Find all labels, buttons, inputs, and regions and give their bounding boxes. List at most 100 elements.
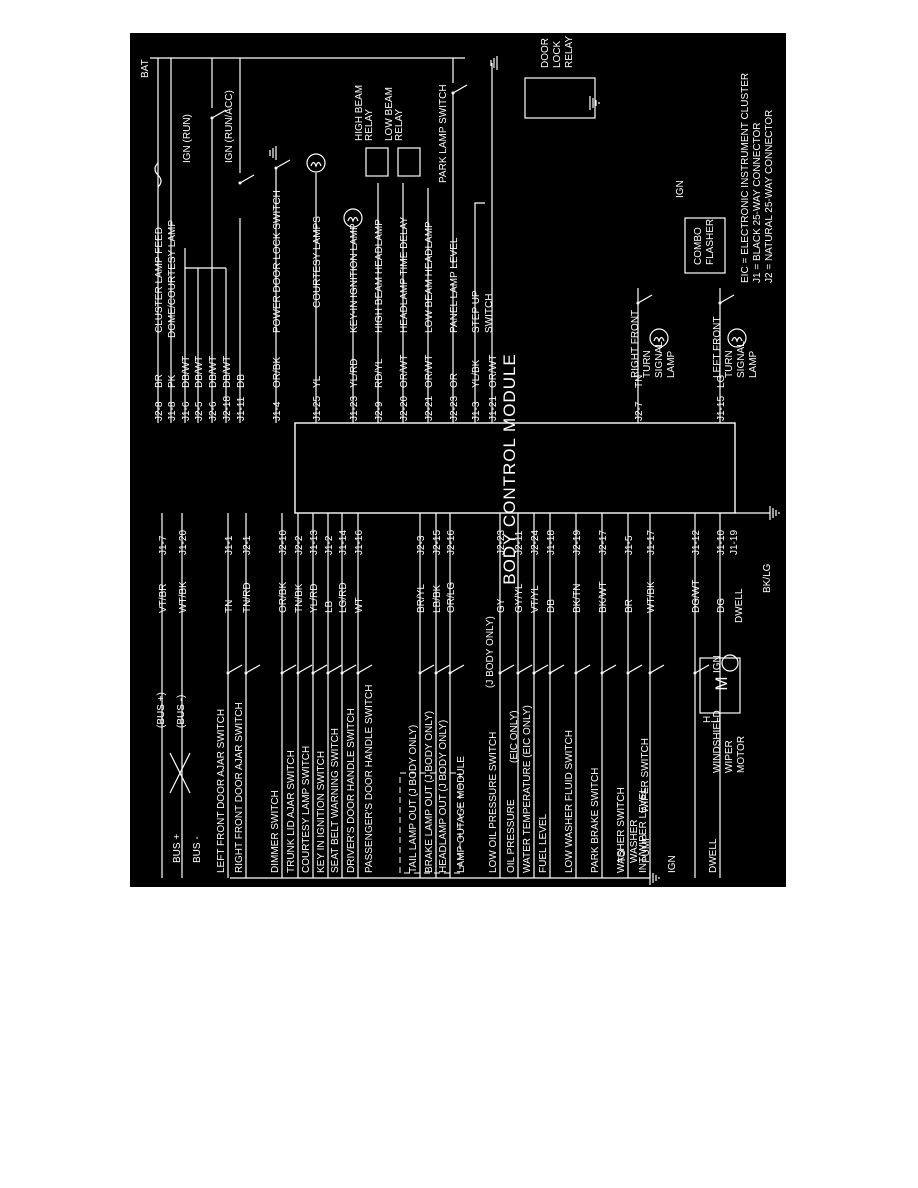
legend-line: J2 = NATURAL 25-WAY CONNECTOR (764, 110, 775, 283)
left-wire-label: WT (354, 597, 365, 613)
left-wire-label: WT/BK (178, 581, 189, 613)
left-pin-label: J2-16 (446, 530, 457, 555)
right-wire-label: YL (312, 375, 323, 388)
rf-turn-label: LAMP (666, 350, 677, 378)
left-pin-label: J1-1 (224, 535, 235, 555)
lamp-circle (343, 208, 363, 228)
left-wire-label: VT/YL (530, 585, 541, 613)
low-beam-relay-label: LOW BEAM (384, 87, 395, 141)
headlamp-time-delay-label: HEADLAMP TIME DELAY (399, 217, 410, 333)
washer-pump-label: TO (617, 849, 628, 863)
switch-contact (626, 671, 630, 675)
combo-flasher-box (684, 217, 726, 274)
pdl-switch (275, 159, 291, 169)
left-switch (694, 664, 710, 674)
bus-minus-label: BUS - (192, 836, 203, 863)
lf-turn-lamp (727, 328, 747, 348)
left-pin-label: J1-16 (354, 530, 365, 555)
right-pin-label: J2-9 (374, 401, 385, 421)
switch-contact (532, 671, 536, 675)
right-wire-label: DB/WT (222, 356, 233, 388)
left-wire-label: TN (224, 600, 235, 613)
left-wire-label: WT/BK (646, 581, 657, 613)
pdl-ground (269, 146, 277, 160)
right-wire-label: DB/WT (194, 356, 205, 388)
switch-contact (326, 671, 330, 675)
wiring-diagram: BODY CONTROL MODULEBATJ2-8BRJ1-8PKJ1-6DB… (140, 36, 780, 885)
switch-contact (448, 671, 452, 675)
low-beam-relay-box (397, 147, 421, 177)
left-device-label: WASHER SWITCH (616, 787, 627, 873)
switch-contact (244, 671, 248, 675)
dwell-ign-label: IGN (712, 655, 723, 673)
left-wire-label: TN/BK (294, 583, 305, 613)
bus-minus-text: (BUS -) (176, 695, 187, 728)
door-lock-relay-label: DOOR (540, 38, 551, 68)
left-switch (575, 664, 591, 674)
switch-contact (516, 671, 520, 675)
wiper-ign-label: IGN (667, 855, 678, 873)
switch-contact (693, 671, 697, 675)
lf-turn-label: SIGNAL (736, 341, 747, 378)
left-switch (419, 664, 435, 674)
bat-label: BAT (140, 59, 151, 78)
right-wire-label: DB/WT (208, 356, 219, 388)
right-wire-label: OR/WT (488, 355, 499, 388)
switch-contact (418, 671, 422, 675)
left-pin-label: J2-11 (514, 530, 525, 555)
left-device-label: DWELL (708, 838, 719, 873)
left-wire-label: BR (624, 599, 635, 613)
left-wire-label: GY/YL (514, 583, 525, 613)
left-device-label: TAIL LAMP OUT (J BODY ONLY) (408, 725, 419, 873)
key-in-ignition-lamp-label: KEY-IN IGNITION LAMP (349, 223, 360, 333)
right-pin-label: J1-4 (272, 401, 283, 421)
legend-line: J1 = BLACK 25-WAY CONNECTOR (752, 122, 763, 283)
rf-switch (637, 294, 653, 304)
left-switch (517, 664, 533, 674)
left-pin-label: J1-14 (338, 530, 349, 555)
motor-symbol: M (712, 675, 731, 690)
left-pin-label: J1-13 (309, 530, 320, 555)
step-ground (490, 56, 498, 70)
left-wire-label: VT/BR (158, 584, 169, 613)
step-up-label: STEP UP (471, 290, 482, 333)
left-switch (245, 664, 261, 674)
lf-switch (719, 294, 735, 304)
left-pin-label: J2-24 (530, 530, 541, 555)
switch-contact (451, 91, 455, 95)
left-switch (227, 664, 243, 674)
left-switch (357, 664, 373, 674)
left-device-label: KEY IN IGNITION SWITCH (316, 751, 327, 873)
left-switch (297, 664, 313, 674)
left-pin-label: J1-17 (646, 530, 657, 555)
lf-turn-label: LEFT FRONT (712, 317, 723, 378)
rf-turn-label: RIGHT FRONT (630, 310, 641, 378)
lf-turn-label: LAMP (748, 350, 759, 378)
lamp-filament (347, 216, 359, 223)
switch-contact (280, 671, 284, 675)
left-pin-label: J1-10 (716, 530, 727, 555)
left-device-label: LAMP OUTAGE MODULE (456, 756, 467, 873)
ign-run-switch (211, 109, 227, 119)
wiper-motor-label: MOTOR (736, 736, 747, 773)
left-wire-label: LB (324, 600, 335, 613)
switch-contact (296, 671, 300, 675)
bus-plus-text: (BUS +) (156, 692, 167, 728)
right-wire-label: DB/WT (181, 356, 192, 388)
right-pin-label: J1-25 (312, 396, 323, 421)
left-wire-label: LG/RD (338, 582, 349, 613)
park-lamp-switch (452, 84, 468, 94)
left-switch (601, 664, 617, 674)
cluster-lamp-feed-label: CLUSTER LAMP FEED (154, 227, 165, 333)
eic-only-label: (EIC ONLY) (509, 710, 520, 763)
right-pin-label: J2-7 (634, 401, 645, 421)
left-device-label: LOW WASHER FLUID SWITCH (564, 730, 575, 873)
right-pin-label: J2-21 (424, 396, 435, 421)
left-wire-label: OR/BK (278, 582, 289, 613)
left-wire-label: YL/RD (309, 584, 320, 613)
right-wire-label: OR (449, 373, 460, 388)
left-switch (627, 664, 643, 674)
lamp-filament (310, 161, 322, 168)
panel-lamp-level-label: PANEL LAMP LEVEL (449, 237, 460, 333)
rf-turn-label: SIGNAL (654, 341, 665, 378)
